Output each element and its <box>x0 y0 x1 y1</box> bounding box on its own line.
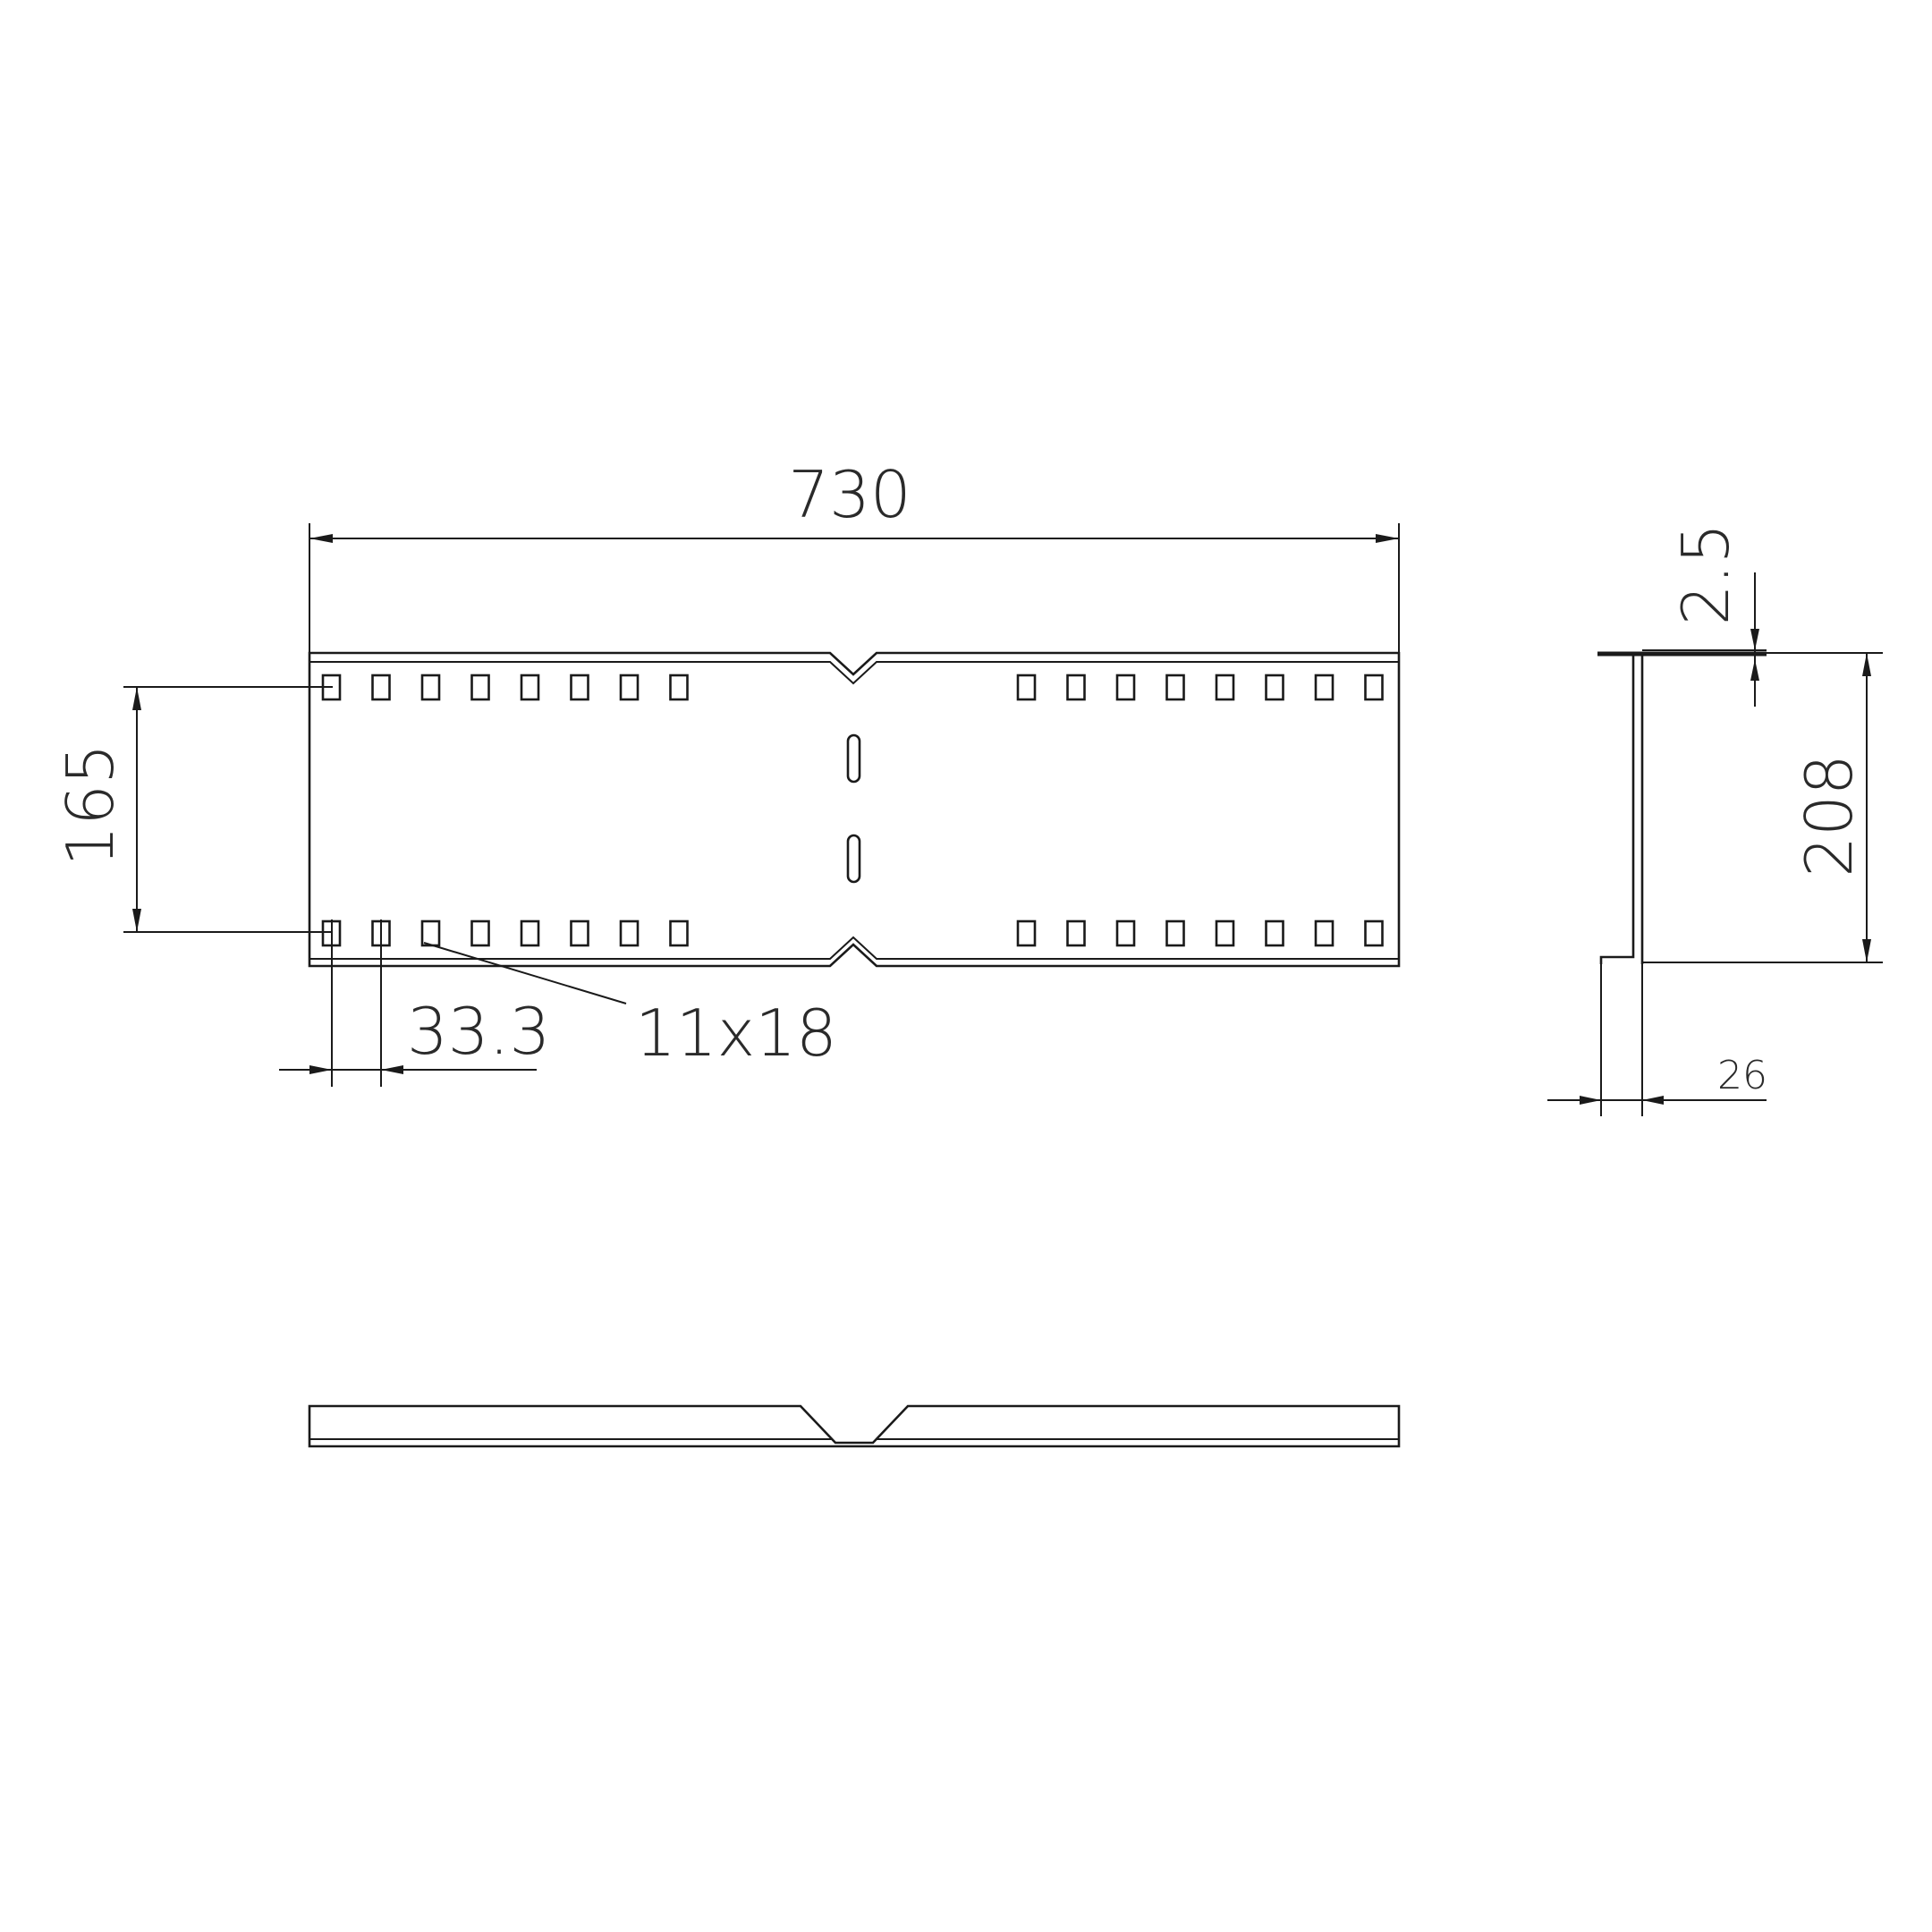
square-hole <box>1066 674 1086 701</box>
square-hole <box>520 919 540 947</box>
top-view <box>308 1404 1401 1448</box>
dimension-label-thickness: 2.5 <box>1668 523 1743 626</box>
dimension-label-hole-size: 11x18 <box>635 996 837 1071</box>
square-hole <box>420 674 441 701</box>
dimension-hole-size: 11x18 <box>423 942 837 1071</box>
square-hole <box>1314 919 1335 947</box>
hole-pattern <box>321 674 1384 947</box>
bottom-bend-line <box>309 936 1399 960</box>
square-hole <box>470 674 490 701</box>
center-slot <box>846 733 861 784</box>
square-hole <box>1215 919 1235 947</box>
square-hole <box>1165 919 1185 947</box>
square-hole <box>1314 674 1335 701</box>
square-hole <box>1016 674 1037 701</box>
square-hole <box>420 919 441 947</box>
dimension-label-overall-length: 730 <box>788 457 911 532</box>
square-hole <box>619 674 640 701</box>
square-hole <box>1364 919 1384 947</box>
square-hole <box>1066 919 1086 947</box>
square-hole <box>570 919 589 947</box>
square-hole <box>470 919 490 947</box>
square-hole <box>1165 674 1185 701</box>
square-hole <box>520 674 540 701</box>
side-view <box>1597 651 1767 964</box>
square-hole <box>1364 674 1384 701</box>
square-hole <box>1016 919 1037 947</box>
square-hole <box>619 919 640 947</box>
dimension-label-hole-row-spacing: 165 <box>53 743 128 866</box>
square-hole <box>1115 919 1136 947</box>
square-hole <box>570 674 589 701</box>
dimension-hole-row-spacing: 165 <box>53 686 333 933</box>
dimension-thickness: 2.5 <box>1642 523 1767 707</box>
dimension-label-height: 208 <box>1792 754 1867 877</box>
square-hole <box>1265 674 1284 701</box>
square-hole <box>669 919 689 947</box>
square-hole <box>669 674 689 701</box>
dimension-hole-pitch: 33.3 <box>279 919 550 1087</box>
plate-outline <box>308 651 1401 968</box>
front-view <box>308 651 1401 968</box>
dimension-overall-length: 730 <box>309 457 1400 653</box>
square-hole <box>371 674 391 701</box>
square-hole <box>1115 674 1136 701</box>
dimension-label-hole-pitch: 33.3 <box>407 994 550 1069</box>
top-bend-line <box>309 661 1399 685</box>
square-hole <box>1265 919 1284 947</box>
dimension-flange-width: 26 <box>1547 964 1767 1116</box>
dimension-height: 208 <box>1642 652 1883 963</box>
center-slot <box>846 834 861 884</box>
square-hole <box>1215 674 1235 701</box>
dimension-label-flange-width: 26 <box>1717 1053 1767 1098</box>
